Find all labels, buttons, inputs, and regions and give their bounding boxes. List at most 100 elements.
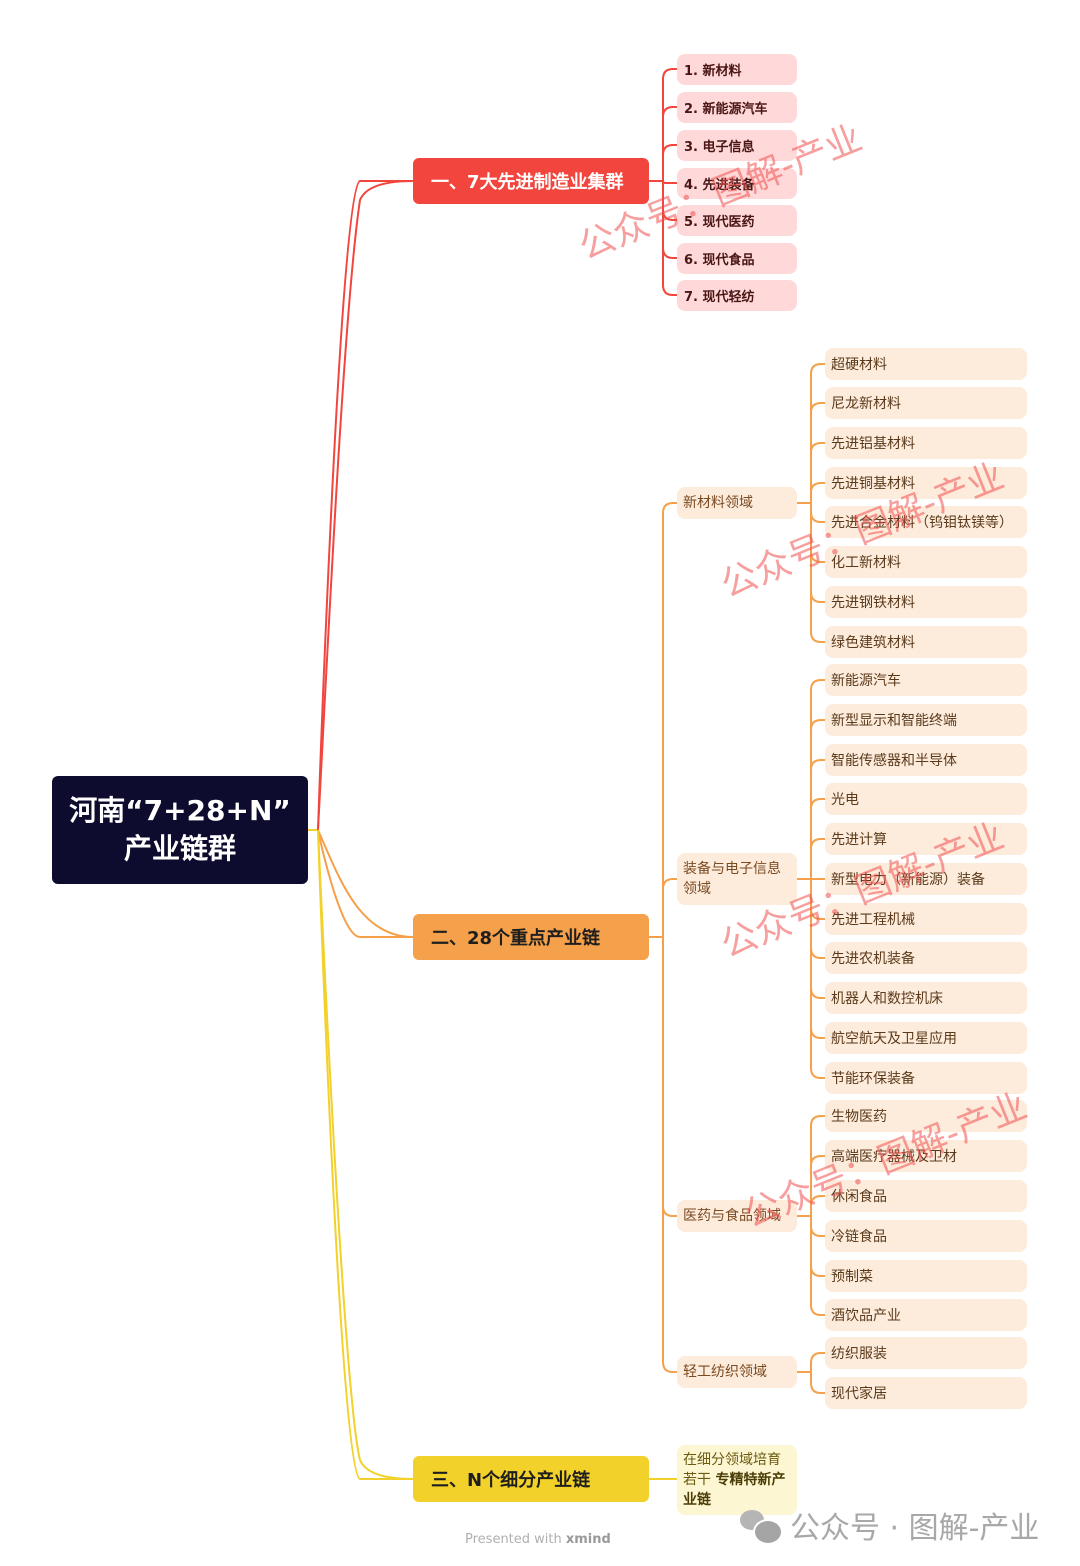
- node-label: 超硬材料: [831, 357, 887, 373]
- wechat-icon: [740, 1508, 783, 1545]
- root-title-line1: 河南“7+28+N”: [69, 794, 291, 827]
- node-label: 3. 电子信息: [684, 140, 755, 155]
- connector: [797, 759, 825, 880]
- cluster-item[interactable]: 4. 先进装备: [677, 168, 797, 199]
- node-label: 1. 新材料: [684, 64, 742, 79]
- cluster-item[interactable]: 3. 电子信息: [677, 130, 797, 161]
- node-label: 预制菜: [831, 1269, 873, 1285]
- node-label: 先进铜基材料: [831, 476, 915, 492]
- node-label: 新型显示和智能终端: [831, 713, 957, 729]
- footer-text: Presented with: [465, 1532, 566, 1547]
- chain-item[interactable]: 新型显示和智能终端: [825, 704, 1027, 736]
- connector: [797, 878, 825, 1079]
- niche-note[interactable]: 在细分领域培育若干 专精特新产业链: [677, 1445, 797, 1515]
- node-label: 绿色建筑材料: [831, 635, 915, 651]
- note-text: 在细分领域培育若干: [683, 1452, 781, 1488]
- chain-item[interactable]: 先进工程机械: [825, 903, 1027, 935]
- node-label: 冷链食品: [831, 1229, 887, 1245]
- connector: [649, 878, 677, 938]
- chain-item[interactable]: 高端医疗器械及卫材: [825, 1140, 1027, 1172]
- connector: [797, 1195, 825, 1217]
- chain-item[interactable]: 先进铜基材料: [825, 467, 1027, 499]
- cluster-item[interactable]: 1. 新材料: [677, 54, 797, 85]
- node-label: 酒饮品产业: [831, 1308, 901, 1324]
- node-label: 先进农机装备: [831, 951, 915, 967]
- connector: [797, 1155, 825, 1217]
- node-label: 节能环保装备: [831, 1071, 915, 1087]
- chain-item[interactable]: 冷链食品: [825, 1220, 1027, 1252]
- chain-item[interactable]: 先进铝基材料: [825, 427, 1027, 459]
- node-label: 先进钢铁材料: [831, 595, 915, 611]
- node-label: 装备与电子信息领域: [683, 861, 781, 897]
- connector: [649, 180, 677, 296]
- cluster-item[interactable]: 2. 新能源汽车: [677, 92, 797, 123]
- chain-item[interactable]: 休闲食品: [825, 1180, 1027, 1212]
- chain-item[interactable]: 先进钢铁材料: [825, 586, 1027, 618]
- connector: [797, 442, 825, 504]
- node-label: 纺织服装: [831, 1346, 887, 1362]
- connector: [797, 1115, 825, 1217]
- chain-item[interactable]: 新能源汽车: [825, 664, 1027, 696]
- node-label: 先进合金材料（钨钼钛镁等）: [831, 515, 1013, 531]
- cluster-item[interactable]: 6. 现代食品: [677, 243, 797, 274]
- connector: [797, 838, 825, 880]
- branch-label: 一、7大先进制造业集群: [431, 172, 624, 193]
- branch-label: 二、28个重点产业链: [431, 928, 601, 949]
- node-label: 高端医疗器械及卫材: [831, 1149, 957, 1165]
- chain-item[interactable]: 酒饮品产业: [825, 1299, 1027, 1331]
- cluster-item[interactable]: 7. 现代轻纺: [677, 280, 797, 311]
- chain-group[interactable]: 医药与食品领域: [677, 1200, 797, 1232]
- connector: [649, 106, 677, 182]
- node-label: 休闲食品: [831, 1189, 887, 1205]
- chain-item[interactable]: 先进计算: [825, 823, 1027, 855]
- node-label: 生物医药: [831, 1109, 887, 1125]
- connector: [317, 180, 414, 831]
- root-topic[interactable]: 河南“7+28+N”产业链群: [52, 776, 308, 884]
- node-label: 5. 现代医药: [684, 215, 755, 230]
- node-label: 智能传感器和半导体: [831, 753, 957, 769]
- chain-item[interactable]: 新型电力（新能源）装备: [825, 863, 1027, 895]
- node-label: 光电: [831, 792, 859, 808]
- chain-item[interactable]: 预制菜: [825, 1260, 1027, 1292]
- account-badge: 公众号 · 图解-产业: [740, 1503, 1039, 1547]
- node-label: 新能源汽车: [831, 673, 901, 689]
- node-label: 2. 新能源汽车: [684, 102, 768, 117]
- chain-item[interactable]: 尼龙新材料: [825, 387, 1027, 419]
- branch-key-industry-chains[interactable]: 二、28个重点产业链: [413, 914, 649, 960]
- chain-item[interactable]: 超硬材料: [825, 348, 1027, 380]
- chain-item[interactable]: 航空航天及卫星应用: [825, 1022, 1027, 1054]
- chain-item[interactable]: 节能环保装备: [825, 1062, 1027, 1094]
- account-name: 公众号 · 图解-产业: [790, 1511, 1040, 1546]
- node-label: 先进计算: [831, 832, 887, 848]
- cluster-item[interactable]: 5. 现代医药: [677, 205, 797, 236]
- chain-item[interactable]: 绿色建筑材料: [825, 626, 1027, 658]
- note-bold: 专精特新产业链: [683, 1472, 786, 1508]
- connector: [649, 936, 677, 1373]
- node-label: 航空航天及卫星应用: [831, 1031, 957, 1047]
- chain-group[interactable]: 新材料领域: [677, 487, 797, 519]
- connector: [317, 829, 414, 1480]
- connector: [649, 144, 677, 182]
- chain-group[interactable]: 轻工纺织领域: [677, 1356, 797, 1388]
- chain-item[interactable]: 智能传感器和半导体: [825, 744, 1027, 776]
- connector: [797, 679, 825, 880]
- chain-item[interactable]: 先进农机装备: [825, 942, 1027, 974]
- chain-item[interactable]: 生物医药: [825, 1100, 1027, 1132]
- chain-item[interactable]: 化工新材料: [825, 546, 1027, 578]
- chain-item[interactable]: 纺织服装: [825, 1337, 1027, 1369]
- connector: [317, 829, 414, 938]
- footer-brand: xmind: [565, 1532, 611, 1547]
- branch-niche-chains[interactable]: 三、N个细分产业链: [413, 1456, 649, 1502]
- chain-item[interactable]: 光电: [825, 783, 1027, 815]
- node-label: 6. 现代食品: [684, 253, 755, 268]
- chain-group[interactable]: 装备与电子信息领域: [677, 853, 797, 905]
- chain-item[interactable]: 先进合金材料（钨钼钛镁等）: [825, 506, 1027, 538]
- connector: [797, 798, 825, 880]
- connector: [649, 68, 677, 182]
- branch-label: 三、N个细分产业链: [431, 1470, 591, 1491]
- node-label: 4. 先进装备: [684, 178, 755, 193]
- chain-item[interactable]: 现代家居: [825, 1377, 1027, 1409]
- branch-advanced-manufacturing[interactable]: 一、7大先进制造业集群: [413, 158, 649, 204]
- chain-item[interactable]: 机器人和数控机床: [825, 982, 1027, 1014]
- node-label: 化工新材料: [831, 555, 901, 571]
